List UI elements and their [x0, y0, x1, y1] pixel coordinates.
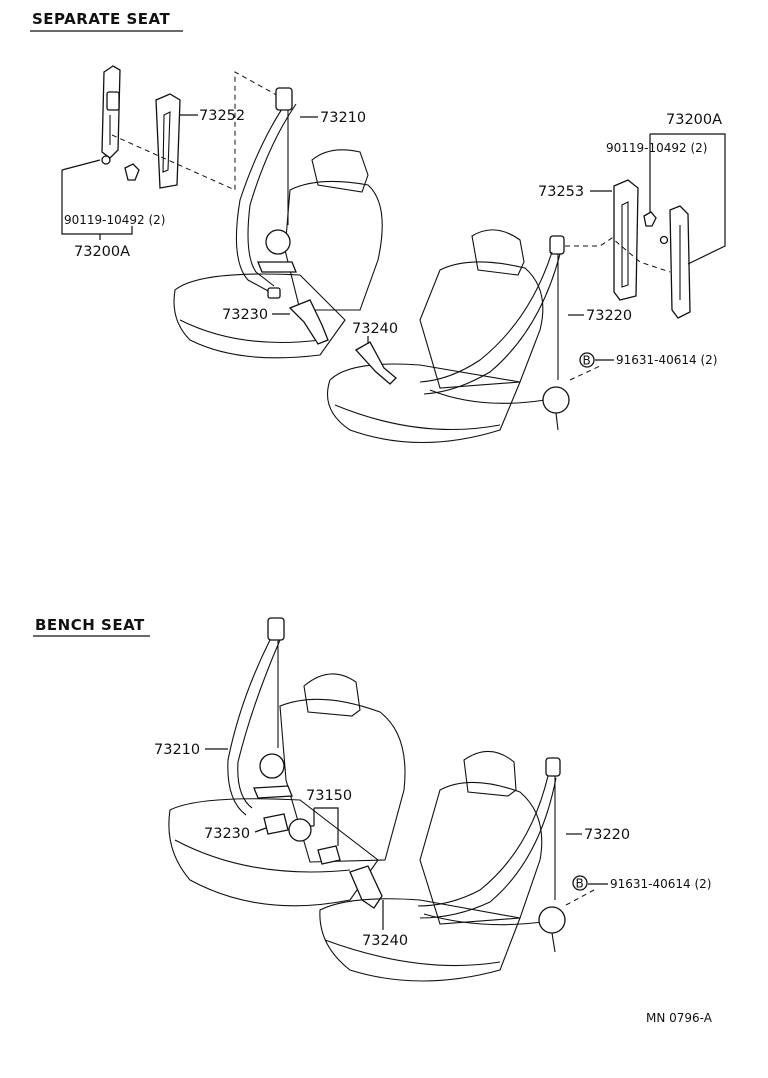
label-73220-sep: 73220	[586, 308, 632, 324]
right-pillar-cover-73253	[613, 179, 639, 301]
label-73210-bench: 73210	[154, 742, 200, 758]
label-73150: 73150	[306, 788, 352, 804]
diagram-code: MN 0796-A	[646, 1011, 713, 1025]
left-pillar-cover-73252	[155, 93, 181, 189]
label-73220-bench: 73220	[584, 827, 630, 843]
bench-seat-section: BENCH SEAT 73210 73230 7315	[33, 616, 712, 982]
bench-right-seat	[319, 750, 543, 982]
right-front-seat	[326, 229, 544, 443]
label-90119-right: 90119-10492 (2)	[606, 141, 708, 155]
label-73200a-right: 73200A	[666, 112, 722, 128]
label-73200a-left: 73200A	[74, 244, 130, 260]
label-73230-bench: 73230	[204, 826, 250, 842]
left-front-seat	[173, 149, 383, 359]
bolt-b-letter-bench: B	[576, 877, 584, 891]
right-pillar-adjuster	[659, 205, 691, 319]
bench-seat-title: BENCH SEAT	[35, 616, 145, 634]
label-73210-sep: 73210	[320, 110, 366, 126]
label-90119-left: 90119-10492 (2)	[64, 213, 166, 227]
separate-seat-section: SEPARATE SEAT 73252 90119-10492 (2) 7320…	[30, 10, 726, 443]
separate-seat-title: SEPARATE SEAT	[32, 10, 170, 28]
bench-center-belt-73150	[288, 818, 383, 909]
label-91631-sep: 91631-40614 (2)	[616, 353, 718, 367]
label-73253: 73253	[538, 184, 584, 200]
bench-left-seatbelt-73210	[227, 617, 293, 816]
left-pillar-adjuster	[101, 65, 121, 165]
left-bolt-icon	[124, 163, 140, 181]
bench-left-seat	[168, 673, 406, 907]
right-buckle-73240	[354, 341, 397, 385]
bench-right-seatbelt-73220	[417, 757, 566, 953]
bolt-b-icon-bench: B	[572, 875, 588, 891]
label-73252: 73252	[199, 108, 245, 124]
bolt-b-letter-sep: B	[583, 354, 591, 368]
bolt-b-icon-sep: B	[579, 352, 595, 368]
right-bolt-icon	[643, 211, 657, 227]
left-seatbelt-73210	[235, 87, 297, 299]
left-buckle-73230	[288, 299, 329, 345]
label-73240-bench: 73240	[362, 933, 408, 949]
label-91631-bench: 91631-40614 (2)	[610, 877, 712, 891]
bench-buckle-73230	[263, 813, 289, 835]
label-73230-sep: 73230	[222, 307, 268, 323]
right-seatbelt-73220	[419, 235, 570, 431]
label-73240-sep: 73240	[352, 321, 398, 337]
